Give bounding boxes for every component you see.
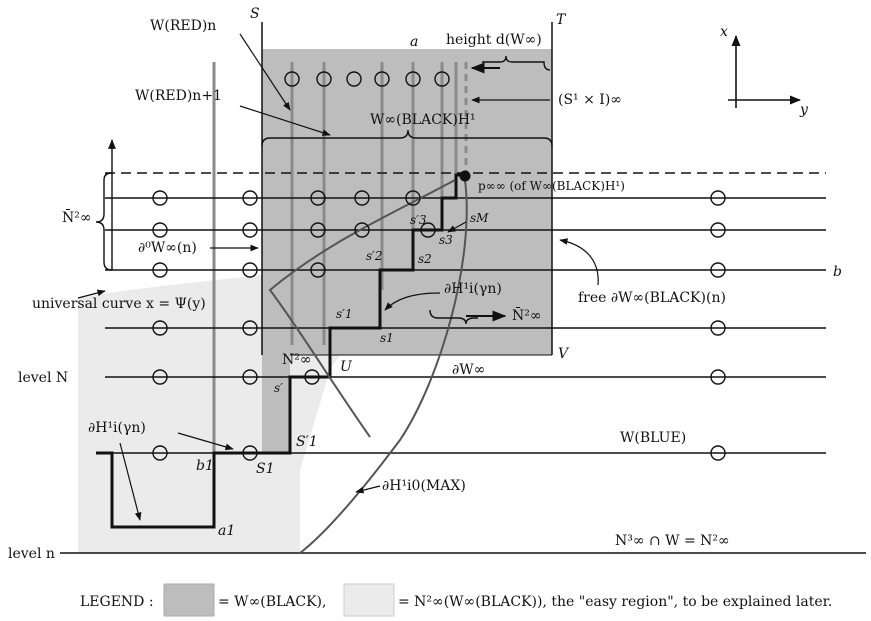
label-N3-cap: N³∞ ∩ W = N²∞ [615,533,730,549]
label-dHi-gamma-left: ∂H¹i(γn) [88,420,146,436]
legend-light-swatch [343,583,395,617]
label-dHi-gamma-mid: ∂H¹i(γn) [444,281,502,297]
label-s2p: s′2 [366,249,383,263]
label-level-n: level n [8,546,55,562]
label-dHi0-max: ∂H¹i0(MAX) [382,478,466,494]
label-w-red-n1: W(RED)n+1 [135,88,222,104]
label-free-dW: free ∂W∞(BLACK)(n) [578,290,726,306]
label-s3p: s′3 [410,213,427,227]
label-s3: s3 [439,233,453,247]
label-S1p: S′1 [296,434,318,450]
horizontal-lines [60,197,866,554]
label-dW-inf: ∂W∞ [452,362,485,378]
label-S-top: S [250,6,260,22]
arrow-free-dW [559,238,599,286]
label-w-red-n: W(RED)n [150,18,216,34]
label-T-top: T [556,12,567,28]
curve-dHi0-max [299,179,468,554]
label-N2-inf: N²∞ [282,352,312,368]
label-U: U [340,359,353,375]
curve-dHi-gamma [268,179,456,438]
label-height-d: height d(W∞) [446,32,542,48]
p-inf-dot [459,170,471,182]
label-axis-x: x [720,24,728,40]
brace-N2-right [429,309,478,325]
label-V: V [558,346,570,362]
staircase-path [262,173,465,455]
arrow-red-n1 [239,105,331,136]
label-b1: b1 [196,458,214,474]
label-s1p: s′1 [336,307,353,321]
brace-N2-left [95,172,113,271]
label-s1: s1 [380,331,394,345]
label-w-black-H: W∞(BLACK)H¹ [370,112,476,128]
legend-dark-swatch [163,583,215,617]
label-N2-bar-left: N̄²∞ [62,208,92,226]
label-p-inf: p∞∞ (of W∞(BLACK)H¹) [478,179,625,193]
w-black-lower-strip [262,355,290,453]
easy-region [78,270,300,553]
arrow-dHi0 [355,485,381,494]
arrow-dHi-mid [384,292,441,311]
left-box-path [96,451,262,529]
arrow-universal [77,289,106,299]
label-s2: s2 [418,252,432,266]
arrow-dHi-left-down [119,442,142,521]
red-strands [212,62,458,453]
arrow-sM [447,221,467,233]
brace-height [482,55,551,71]
label-d0W: ∂⁰W∞(n) [138,240,197,256]
legend-light-text: = N²∞(W∞(BLACK)), the "easy region", to … [398,594,832,610]
label-N2-bar-right: N̄²∞ [512,306,542,324]
label-s-prime: s′ [274,381,283,395]
label-S1: S1 [256,461,275,477]
legend-dark-text: = W∞(BLACK), [218,594,326,610]
label-w-blue: W(BLUE) [620,430,686,446]
circles [152,71,726,461]
legend-prefix: LEGEND : [80,594,154,610]
arrow-dHi-left [177,432,234,451]
label-a-top: a [410,34,418,50]
label-a1: a1 [218,523,235,539]
arrow-red-n [239,33,291,111]
label-level-N: level N [18,370,68,386]
label-axis-y: y [799,102,809,118]
label-sM: sM [470,211,489,225]
label-b-right: b [833,264,842,280]
label-s1xI: (S¹ × I)∞ [558,92,622,108]
brace-black [261,129,553,147]
label-universal-curve: universal curve x = Ψ(y) [32,296,206,312]
